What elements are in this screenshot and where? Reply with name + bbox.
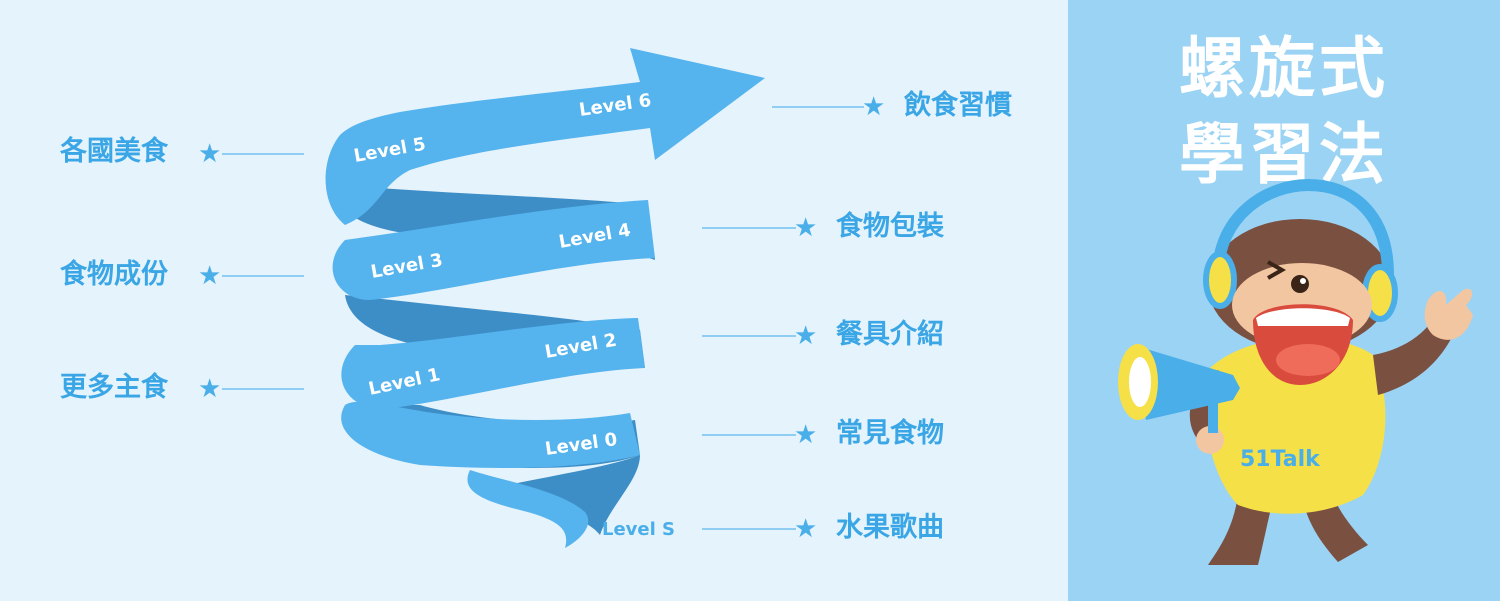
- star-icon: ★: [794, 321, 818, 351]
- title-panel: 螺旋式 學習法 51Talk: [1068, 0, 1500, 601]
- label-food-ingredients: 食物成份: [60, 259, 168, 290]
- mascot-shirt-text: 51Talk: [1240, 447, 1321, 472]
- ribbon-front-faces: [325, 48, 765, 548]
- title-line-1: 螺旋式: [1179, 30, 1389, 107]
- connector-line: [702, 528, 796, 530]
- connector-line: [222, 388, 304, 390]
- spiral-ribbon-diagram: Level 5 Level 6 Level 3 Level 4 Level 1 …: [325, 48, 765, 548]
- label-more-staples: 更多主食: [60, 372, 168, 403]
- connector-line: [702, 434, 796, 436]
- star-icon: ★: [198, 374, 222, 404]
- connector-line: [702, 335, 796, 337]
- connector-line: [772, 106, 864, 108]
- label-fruit-songs: 水果歌曲: [836, 512, 944, 543]
- star-icon: ★: [794, 420, 818, 450]
- connector-line: [702, 227, 796, 229]
- connector-line: [222, 153, 304, 155]
- title-line-2: 學習法: [1179, 116, 1389, 193]
- label-common-food: 常見食物: [836, 418, 944, 449]
- connector-line: [222, 275, 304, 277]
- star-icon: ★: [862, 92, 886, 122]
- star-icon: ★: [794, 213, 818, 243]
- label-eating-habits: 飲食習慣: [904, 90, 1012, 121]
- star-icon: ★: [198, 261, 222, 291]
- label-international-food: 各國美食: [60, 136, 168, 167]
- label-food-packaging: 食物包裝: [836, 211, 944, 242]
- star-icon: ★: [794, 514, 818, 544]
- mascot-monkey-illustration: 51Talk: [1118, 178, 1473, 565]
- level-s-label: Level S: [602, 519, 675, 540]
- star-icon: ★: [198, 139, 222, 169]
- label-tableware: 餐具介紹: [836, 319, 944, 350]
